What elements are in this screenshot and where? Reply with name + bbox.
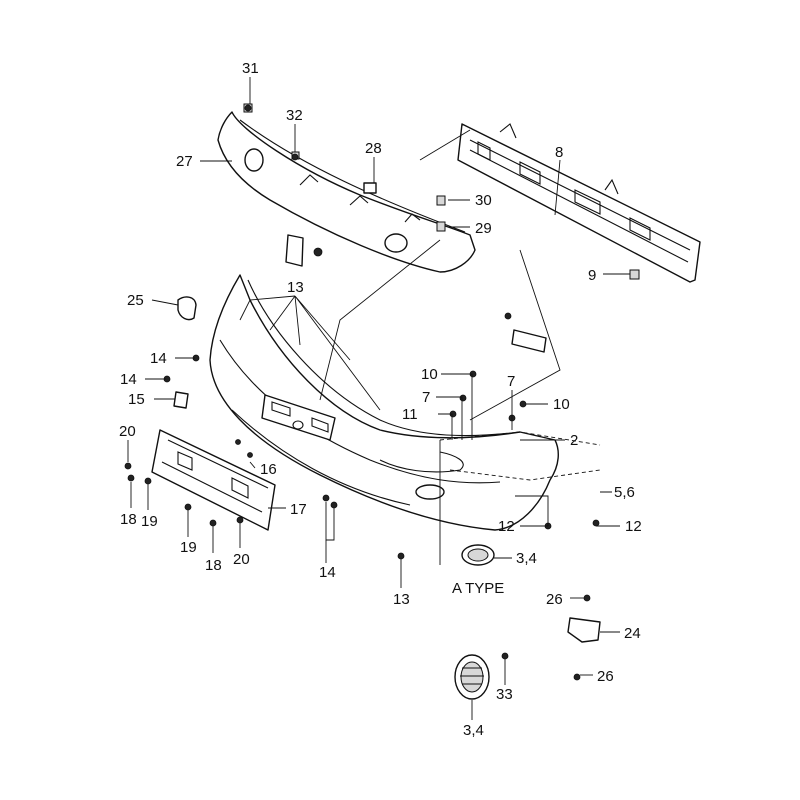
reinforcement-beam: [457, 123, 701, 283]
callout-14-b: 14: [120, 371, 137, 388]
callout-12-a: 12: [498, 518, 515, 535]
callout-26-b: 26: [597, 668, 614, 685]
side-marker-25: [177, 296, 197, 321]
callout-7-b: 7: [422, 389, 430, 406]
callout-16: 16: [260, 461, 277, 478]
bracket-24: [567, 617, 601, 643]
callout-27: 27: [176, 153, 193, 170]
callout-10-b: 10: [553, 396, 570, 413]
bracket-28: [363, 182, 377, 194]
fog-lamp-cover-a-type: [461, 544, 495, 566]
callout-3-4-b: 3,4: [463, 722, 484, 739]
callout-11: 11: [402, 406, 418, 423]
callout-19-b: 19: [180, 539, 197, 556]
fog-lamp-cover: [454, 654, 490, 700]
reflector-15: [173, 391, 189, 409]
callout-13-top: 13: [287, 279, 304, 296]
callout-25: 25: [127, 292, 144, 309]
callout-20-b: 20: [233, 551, 250, 568]
callout-24: 24: [624, 625, 641, 642]
callout-18-a: 18: [120, 511, 137, 528]
callout-29: 29: [475, 220, 492, 237]
callout-12-b: 12: [625, 518, 642, 535]
clip-30: [436, 195, 446, 206]
callout-9: 9: [588, 267, 596, 284]
side-bracket: [504, 312, 547, 353]
callout-2: 2: [570, 432, 578, 449]
callout-31: 31: [242, 60, 259, 77]
bracket-upper: [285, 234, 323, 267]
clip-29: [436, 221, 446, 232]
license-plate-bracket: [151, 429, 276, 531]
callout-10-a: 10: [421, 366, 438, 383]
callout-3-4-a: 3,4: [516, 550, 537, 567]
callout-33: 33: [496, 686, 513, 703]
leader-lines: [127, 77, 630, 720]
callout-28: 28: [365, 140, 382, 157]
callout-14-a: 14: [150, 350, 167, 367]
callout-17: 17: [290, 501, 307, 518]
callout-32: 32: [286, 107, 303, 124]
callout-19-a: 19: [141, 513, 158, 530]
clip-9: [629, 269, 640, 280]
callout-5-6: 5,6: [614, 484, 635, 501]
callout-labels: 31 32 28 27 8 30 29 9 13 25 14 14 15 10 …: [119, 60, 642, 739]
callout-26-a: 26: [546, 591, 563, 608]
callout-15: 15: [128, 391, 145, 408]
callout-18-b: 18: [205, 557, 222, 574]
callout-14-c: 14: [319, 564, 336, 581]
callout-8: 8: [555, 144, 563, 161]
bumper-upper-cover: [217, 111, 476, 273]
type-label: A TYPE: [452, 580, 504, 597]
callout-13-bottom: 13: [393, 591, 410, 608]
callout-30: 30: [475, 192, 492, 209]
callout-20-a: 20: [119, 423, 136, 440]
bumper-fascia: [209, 274, 601, 531]
callout-7-a: 7: [507, 373, 515, 390]
